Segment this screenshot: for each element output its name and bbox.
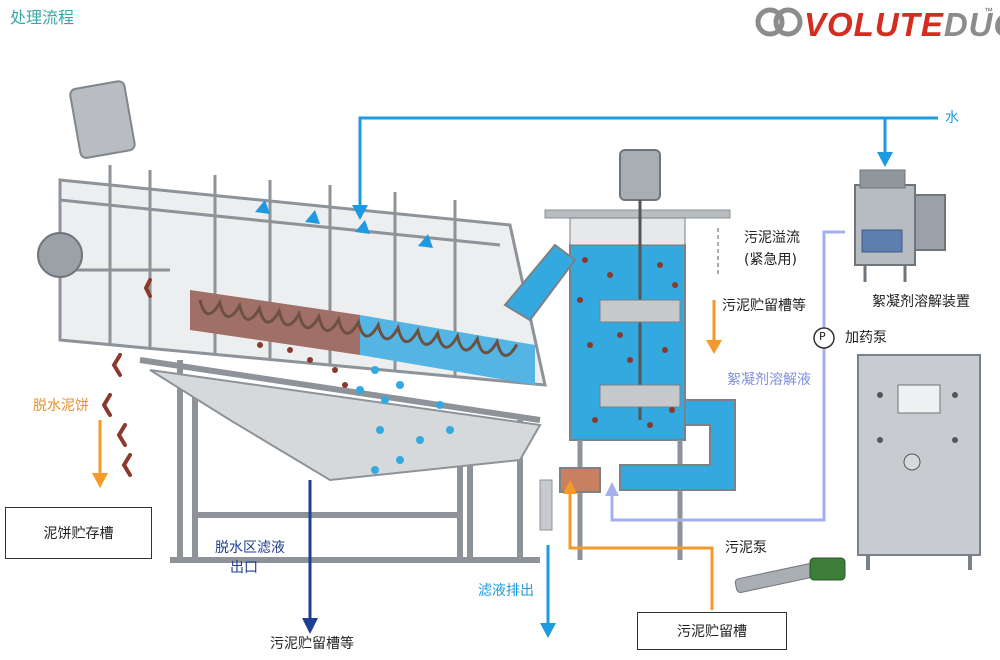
volute-duo-logo: VOLUTEDUO ™ bbox=[750, 4, 1000, 44]
tank-frame-top bbox=[544, 209, 731, 219]
overflow-arrow bbox=[706, 300, 722, 354]
screw-drum-mixed bbox=[360, 315, 535, 385]
tank-upper bbox=[569, 217, 686, 246]
pump-symbol-label: P bbox=[819, 330, 826, 343]
water-label: 水 bbox=[945, 110, 959, 126]
dewatered-cake-label: 脱水泥饼 bbox=[33, 398, 89, 414]
tank-body bbox=[569, 244, 686, 441]
logo-rings bbox=[755, 7, 803, 37]
sludge-tank-box: 污泥贮留槽 bbox=[637, 612, 787, 650]
dosing-pump-label: 加药泵 bbox=[845, 330, 887, 346]
overflow-label-line2: (紧急用) bbox=[744, 252, 797, 268]
dosing-pump-symbol bbox=[813, 327, 835, 349]
control-panel bbox=[857, 354, 981, 570]
logo-duo: DUO bbox=[943, 6, 1000, 43]
agitator-motor bbox=[619, 149, 661, 201]
cake-storage-box: 泥饼贮存槽 bbox=[5, 507, 152, 559]
filtrate-outlet-pipe bbox=[539, 479, 553, 531]
coagulant-solution-label: 絮凝剂溶解液 bbox=[727, 372, 811, 388]
tank-outlet-pipe bbox=[619, 399, 736, 491]
logo-trademark: ™ bbox=[984, 6, 993, 16]
agitator-blade-lower bbox=[599, 384, 681, 408]
water-supply-line bbox=[358, 116, 938, 210]
filtrate-hopper bbox=[149, 369, 542, 482]
coagulant-dissolving-unit bbox=[854, 169, 946, 282]
spray-nozzles bbox=[255, 200, 433, 248]
sludge-tank-etc-right-label: 污泥贮留槽等 bbox=[722, 298, 806, 314]
sludge-pump-label: 污泥泵 bbox=[725, 540, 767, 556]
screw-drum-sludge bbox=[190, 290, 360, 355]
coagulant-unit-label: 絮凝剂溶解装置 bbox=[872, 294, 970, 310]
sludge-feed-line bbox=[568, 490, 714, 610]
page-title: 处理流程 bbox=[10, 8, 75, 27]
dewatering-machine bbox=[37, 80, 553, 563]
falling-cake bbox=[101, 278, 152, 477]
flocs bbox=[577, 257, 678, 428]
filtrate-outlet-arrow bbox=[302, 480, 318, 634]
cake-arrow bbox=[92, 420, 108, 488]
sludge-feed-arrow bbox=[563, 480, 577, 494]
screw-flights bbox=[198, 298, 519, 358]
overflow-chute bbox=[503, 243, 577, 322]
tank-stand bbox=[577, 440, 683, 560]
filtrate-outlet-label-line1: 脱水区滤液 bbox=[215, 540, 285, 556]
filtrate-discharge-arrow bbox=[540, 545, 556, 638]
coagulant-line bbox=[610, 230, 845, 522]
flocculation-tank bbox=[503, 149, 736, 560]
filtrate-droplets bbox=[356, 366, 454, 474]
logo-volute: VOLUTE bbox=[804, 6, 944, 43]
gearbox bbox=[37, 232, 83, 278]
agitator-blade-upper bbox=[599, 299, 681, 323]
logo-wordmark: VOLUTEDUO bbox=[804, 6, 1000, 44]
sludge-tank-label: 污泥贮留槽 bbox=[677, 624, 747, 640]
water-arrow-to-coagulant-unit bbox=[877, 152, 893, 167]
sludge-tank-etc-bottom-label: 污泥贮留槽等 bbox=[270, 636, 354, 652]
drive-motor bbox=[69, 80, 136, 159]
cake-storage-label: 泥饼贮存槽 bbox=[43, 526, 114, 542]
coagulant-arrow bbox=[605, 482, 619, 496]
overflow-label-line1: 污泥溢流 bbox=[744, 230, 800, 246]
water-arrow-to-screw bbox=[352, 205, 368, 220]
filtrate-discharge-label: 滤液排出 bbox=[478, 583, 534, 599]
sludge-drips bbox=[257, 342, 348, 388]
sludge-pump bbox=[734, 557, 846, 593]
filtrate-outlet-label-line2: 出口 bbox=[230, 560, 258, 576]
